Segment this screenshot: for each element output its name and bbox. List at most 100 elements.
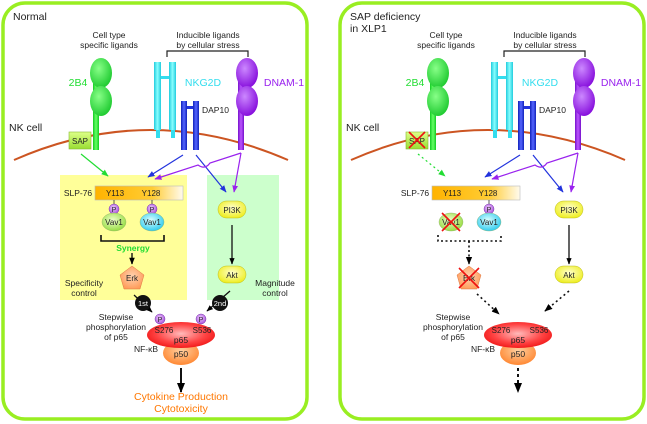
- y128-label: Y128: [479, 189, 498, 198]
- receptor-2b4-label: 2B4: [406, 77, 425, 89]
- receptor-dnam1-domain: [236, 86, 258, 116]
- pi3k-label: PI3K: [560, 206, 578, 215]
- receptor-2b4-domain: [90, 86, 112, 116]
- stepwise-phosphorylation-label-line: Stepwise: [436, 312, 471, 322]
- s276-label: S276: [155, 326, 174, 335]
- vav1-label: Vav1: [480, 218, 498, 227]
- sap-to-slp76-arrow: [417, 153, 446, 177]
- stepwise-phosphorylation-label-line: Stepwise: [99, 312, 134, 322]
- p50-label: p50: [174, 349, 188, 359]
- slp76-label: SLP-76: [401, 188, 430, 198]
- pi3k-kinase: [554, 200, 584, 219]
- sap-adaptor: [68, 131, 92, 150]
- cross-mark-icon: [458, 267, 480, 289]
- p65-subunit: [147, 322, 215, 348]
- receptor-nkg2d-tail: [508, 130, 512, 138]
- ligand-bracket: [166, 50, 249, 57]
- synergy-label: Synergy: [116, 243, 150, 253]
- dap10-to-pi3k-arrow: [532, 154, 564, 193]
- sap-to-slp76-arrow: [80, 153, 109, 177]
- receptor-nkg2d-chain: [506, 62, 513, 130]
- magnitude-control-label-line: control: [262, 288, 288, 298]
- phosphate-label: P: [158, 317, 163, 324]
- receptor-dnam1-stalk: [575, 80, 581, 150]
- specificity-control-label-line: Specificity: [65, 278, 104, 288]
- phosphate-label: P: [112, 207, 117, 214]
- cell-membrane: [13, 129, 289, 161]
- erk-kinase: [119, 265, 145, 290]
- receptor-nkg2d-tail: [171, 130, 175, 138]
- ligand-label-inducible-line: Inducible ligands: [513, 30, 576, 40]
- ligand-label-inducible-line: Inducible ligands: [176, 30, 239, 40]
- y113-label: Y113: [106, 189, 125, 198]
- vav1-label: Vav1: [143, 218, 161, 227]
- akt-kinase: [217, 265, 247, 284]
- cell-membrane: [350, 129, 626, 161]
- receptor-nkg2d-tail: [493, 130, 497, 138]
- ligand-label-inducible-line: by cellular stress: [513, 40, 576, 50]
- dnam1-to-pi3k-arrow: [569, 152, 579, 193]
- step-2nd-badge: [212, 295, 228, 311]
- phosphate-badge: [154, 313, 166, 325]
- ligand-label-cell-type-line: Cell type: [92, 30, 125, 40]
- slp76-bar: [94, 185, 184, 201]
- s276-label: S276: [492, 326, 511, 335]
- receptor-nkg2d-chain: [491, 62, 498, 130]
- p65-label: p65: [511, 335, 525, 345]
- dap10-link: [524, 106, 530, 109]
- outcome-label-line: Cytokine Production: [134, 391, 228, 403]
- vav1-protein: [139, 212, 165, 232]
- receptor-nkg2d-tail: [156, 130, 160, 138]
- akt-label: Akt: [563, 271, 575, 280]
- panel-title-line: SAP deficiency: [350, 11, 421, 23]
- nk-cell-label: NK cell: [9, 122, 42, 134]
- nk-cell-label: NK cell: [346, 122, 379, 134]
- receptor-nkg2d-chain: [154, 62, 161, 130]
- dap10-label: DAP10: [202, 105, 229, 115]
- receptor-2b4-label: 2B4: [69, 77, 88, 89]
- step-1st-label: 1st: [138, 299, 149, 308]
- step-2nd-label: 2nd: [214, 299, 227, 308]
- receptor-nkg2d-link: [498, 76, 506, 79]
- sap-label: SAP: [72, 137, 88, 146]
- receptor-dnam1-label: DNAM-1: [264, 77, 304, 89]
- receptor-nkg2d-link: [161, 76, 169, 79]
- receptor-2b4-stalk: [93, 80, 99, 150]
- receptor-dnam1-domain: [236, 58, 258, 88]
- ligand-label-cell-type-line: specific ligands: [417, 40, 475, 50]
- p50-label: p50: [511, 349, 525, 359]
- y113-label: Y113: [443, 189, 462, 198]
- sap-label: SAP: [409, 137, 425, 146]
- ligand-bracket: [503, 50, 586, 57]
- phosphate-badge: [195, 313, 207, 325]
- y128-label: Y128: [142, 189, 161, 198]
- akt-to-s536-arrow: [544, 290, 570, 312]
- dnam1-to-slp76-arrow: [491, 152, 579, 180]
- pi3k-kinase: [217, 200, 247, 219]
- receptor-2b4-domain: [427, 86, 449, 116]
- s536-label: S536: [530, 326, 549, 335]
- receptor-dnam1-domain: [573, 86, 595, 116]
- akt-kinase: [554, 265, 584, 284]
- p65-label: p65: [174, 335, 188, 345]
- panel-title-line: Normal: [13, 11, 47, 23]
- phosphate-label: P: [199, 317, 204, 324]
- erk-label: Erk: [126, 274, 139, 283]
- synergy-bracket: [100, 235, 165, 242]
- phosphate-label: P: [150, 207, 155, 214]
- pi3k-label: PI3K: [223, 206, 241, 215]
- dap10-to-slp76-arrow: [147, 154, 184, 178]
- dnam1-to-slp76-arrow: [154, 152, 242, 180]
- vav1-protein: [476, 212, 502, 232]
- stepwise-phosphorylation-label-line: of p65: [441, 332, 465, 342]
- akt-label: Akt: [226, 271, 238, 280]
- ligand-label-cell-type-line: specific ligands: [80, 40, 138, 50]
- dnam1-to-pi3k-arrow: [232, 152, 242, 193]
- stepwise-phosphorylation-label-line: of p65: [104, 332, 128, 342]
- receptor-nkg2d-label: NKG2D: [185, 77, 222, 89]
- cross-mark-icon: [408, 131, 426, 149]
- p65-subunit: [484, 322, 552, 348]
